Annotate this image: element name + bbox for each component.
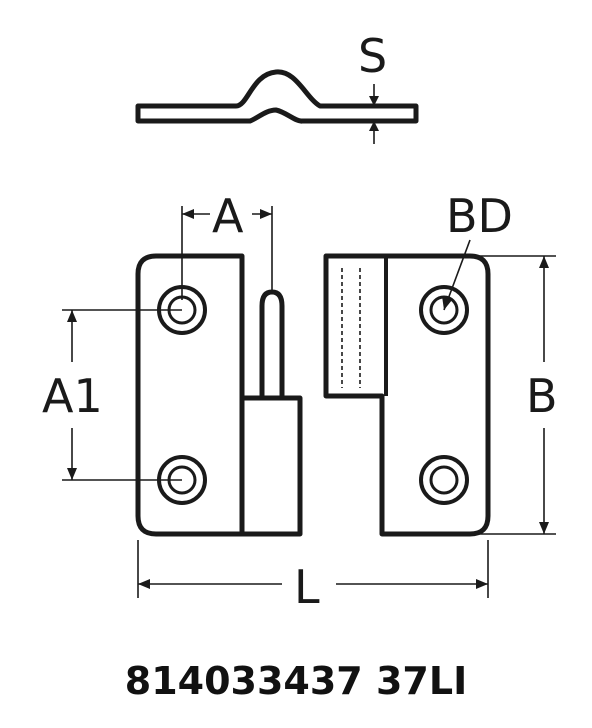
dimension-a: A [181,189,273,300]
dimension-a1: A1 [42,309,182,481]
pin-sleeve [239,395,303,537]
right-lower-countersink-icon [429,465,459,495]
dimension-bd: BD [442,189,513,311]
l-label: L [294,560,320,614]
side-profile-view: S [135,29,419,144]
l-arrow-left [138,579,150,589]
b-arrow-bottom [539,522,549,534]
a-arrow-right [260,209,272,219]
s-arrow-bottom [369,121,379,131]
l-arrow-right [476,579,488,589]
a-arrow-left [182,209,194,219]
a1-arrow-bottom [67,468,77,480]
a1-arrow-top [67,310,77,322]
bd-arrow [442,296,452,310]
s-label: S [358,29,387,83]
b-label: B [526,369,558,423]
bd-leader-line [443,239,471,311]
s-arrow-top [369,96,379,106]
a1-label: A1 [42,369,103,423]
part-number: 814033437 37LI [125,659,467,703]
front-view [135,253,491,537]
hinge-pin [259,289,285,401]
hinge-profile [135,69,419,124]
b-arrow-top [539,256,549,268]
bd-label: BD [446,189,513,243]
dimension-l: L [137,540,489,614]
dimension-b: B [470,255,558,535]
a-label: A [212,189,244,243]
